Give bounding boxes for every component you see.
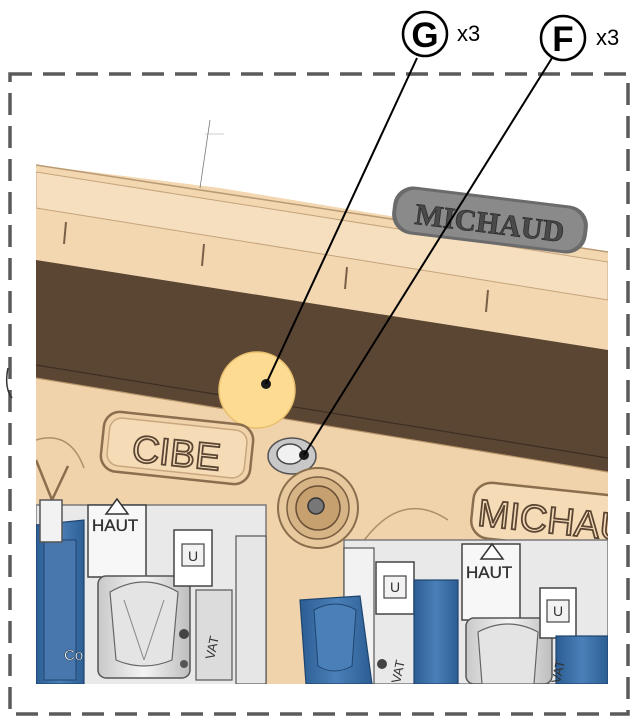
- vat-label-right-b: VAT: [548, 659, 568, 685]
- screw-boss-icon: [277, 467, 359, 549]
- up-arrow-icon: [104, 497, 130, 515]
- leader-line-f: [303, 57, 553, 456]
- vat-label-right-a: VAT: [388, 659, 408, 685]
- up-arrow-icon: [479, 542, 505, 560]
- connector-module-right: U HAUT U VAT VAT: [299, 539, 608, 685]
- spacer-disc: [218, 351, 296, 429]
- detail-view: MICHAUD CIBE MICHAU: [36, 118, 608, 685]
- washer-nut-icon: [267, 437, 317, 475]
- tick-marks: [63, 221, 489, 313]
- switch-u-label-right-a: U: [390, 579, 400, 595]
- callout-f-letter: F: [552, 20, 573, 59]
- callout-g-qty: x3: [457, 21, 480, 46]
- partial-code-label: Co: [64, 647, 83, 664]
- haut-label-left: HAUT: [92, 516, 138, 535]
- cibe-label-plate: CIBE: [99, 410, 255, 486]
- vat-label-left: VAT: [202, 635, 222, 661]
- callout-f: F x3: [539, 14, 619, 62]
- haut-label-right: HAUT: [466, 563, 512, 582]
- leader-line-g: [265, 57, 418, 385]
- leader-hook: [5, 367, 13, 399]
- switch-u-label-left: U: [188, 548, 198, 564]
- cibe-label: CIBE: [130, 428, 223, 479]
- switch-u-label-right-b: U: [553, 603, 563, 619]
- callout-g: G x3: [401, 10, 480, 58]
- callout-g-letter: G: [411, 16, 438, 55]
- dark-band: [36, 260, 608, 472]
- callout-f-qty: x3: [596, 25, 619, 50]
- connector-module-left: HAUT U VAT Co: [36, 497, 267, 684]
